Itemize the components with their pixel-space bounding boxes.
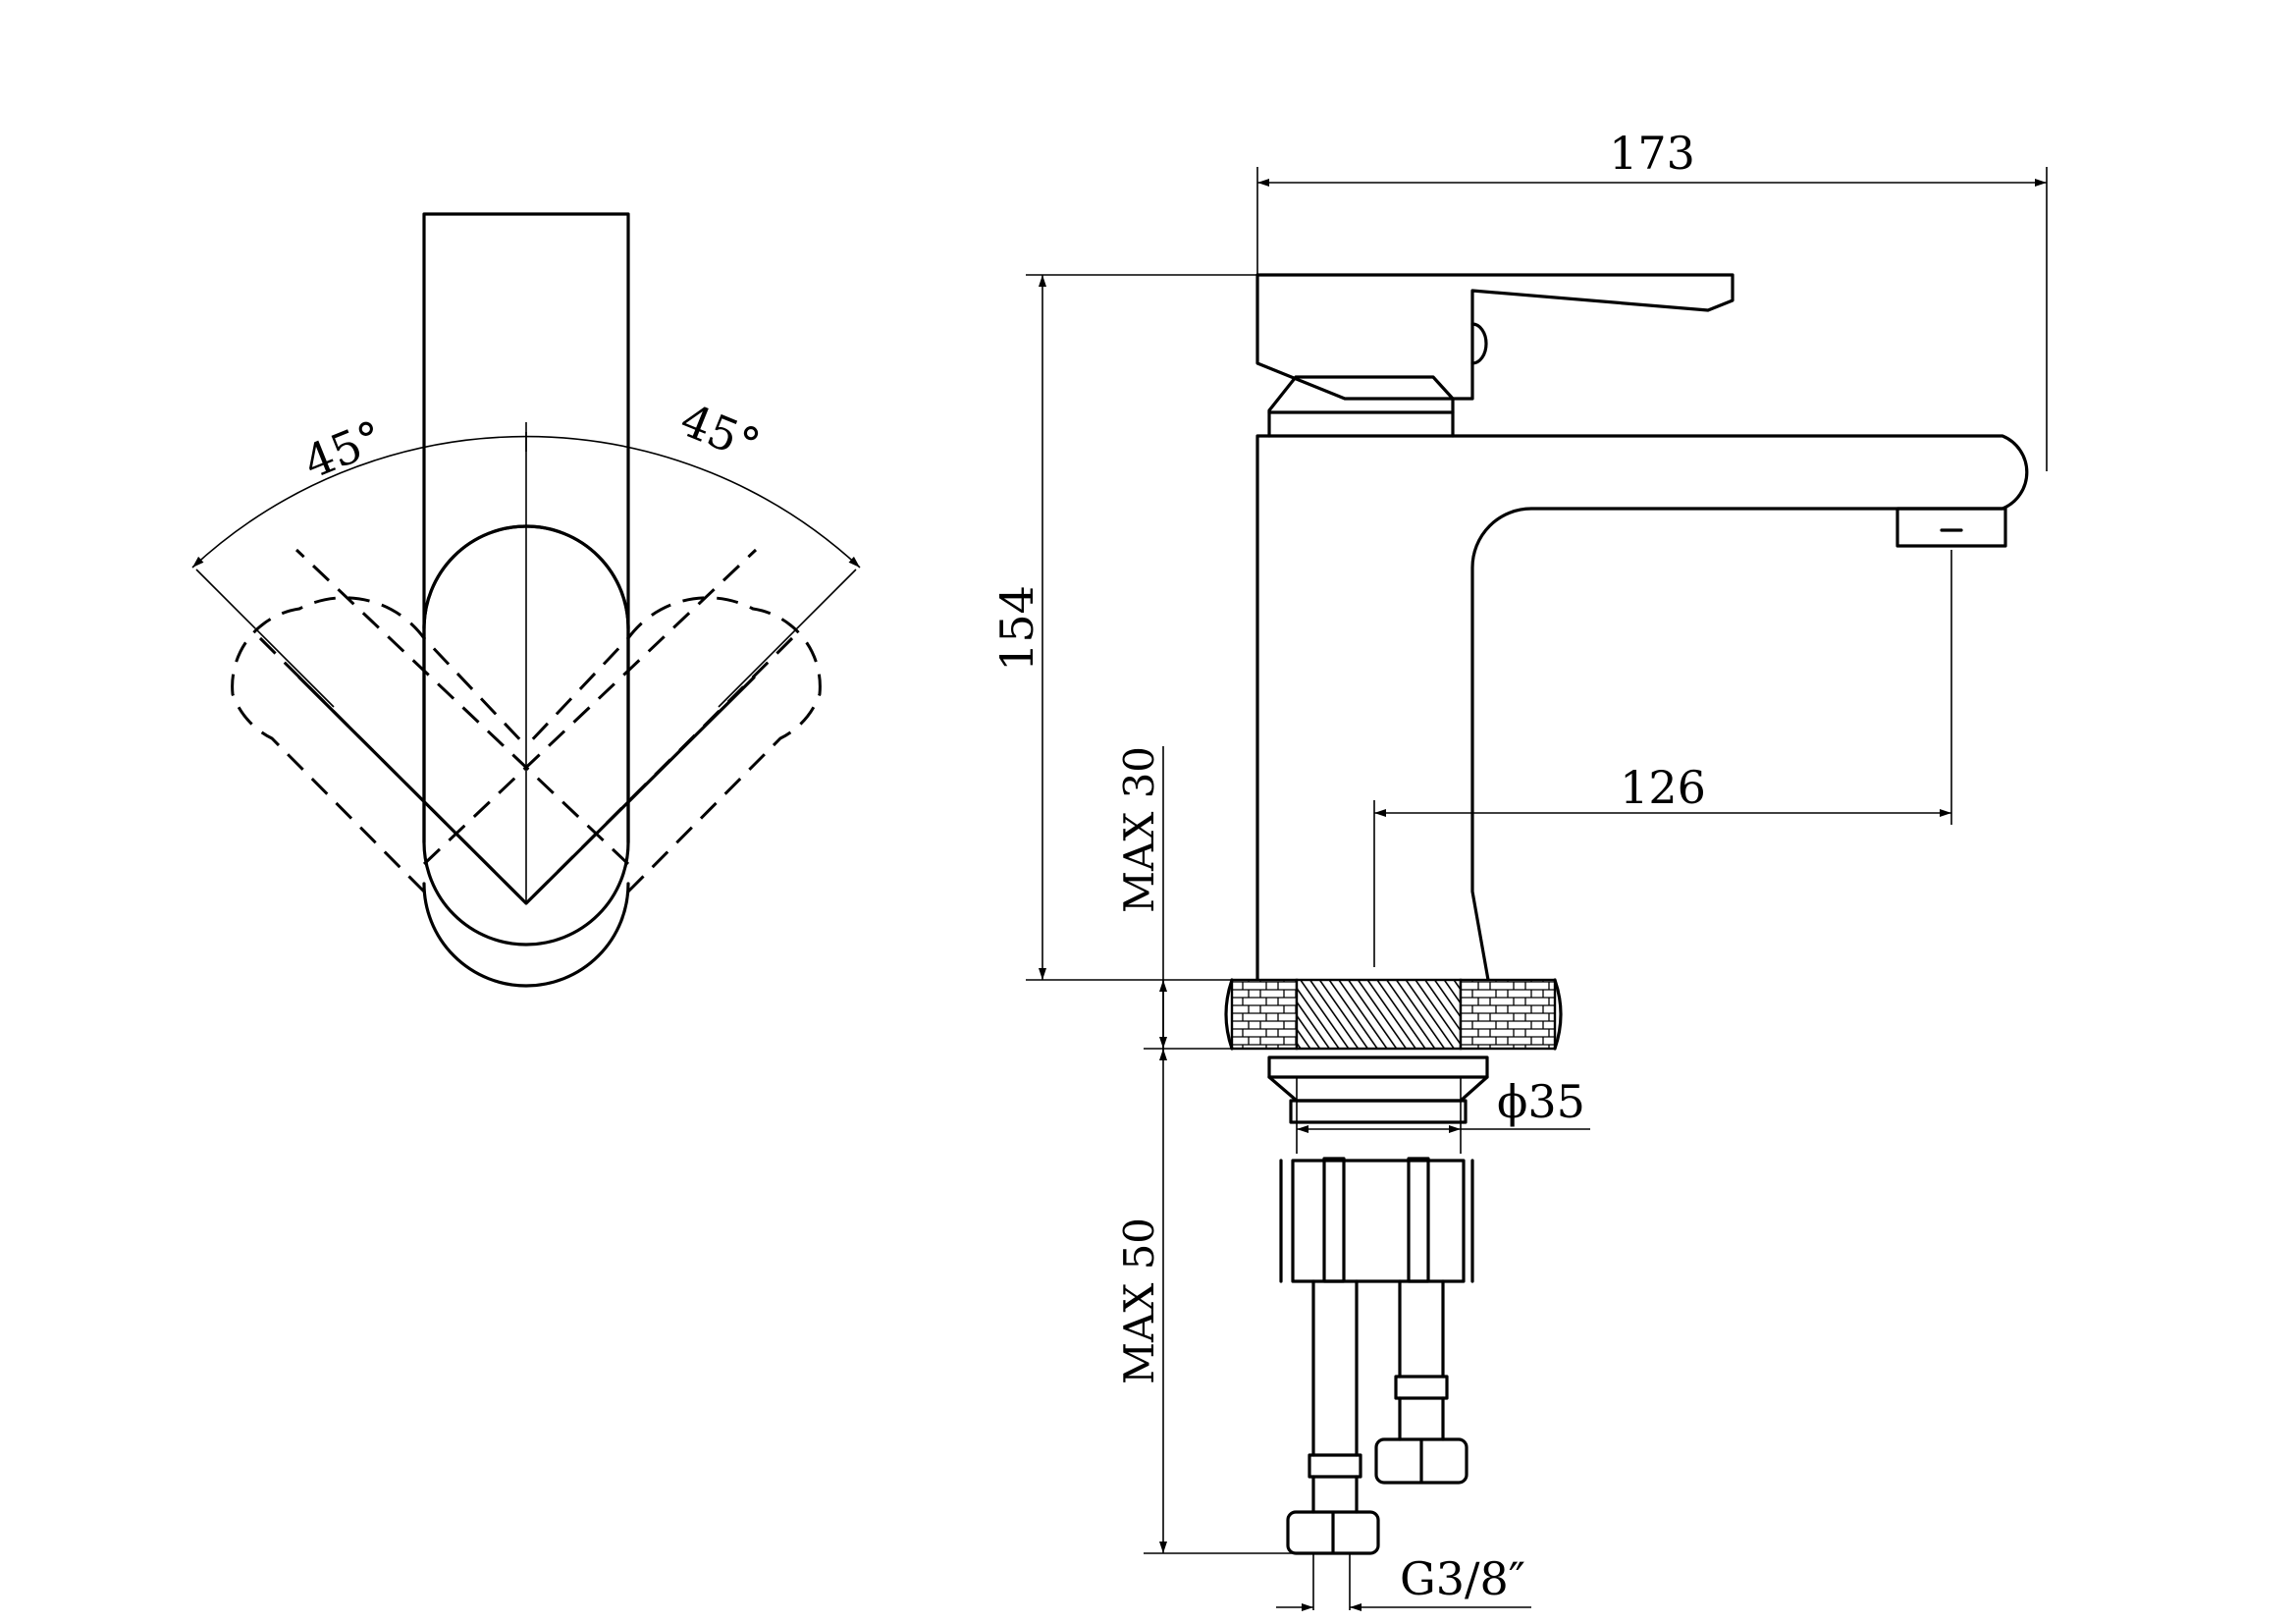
rotated-diagonals: [258, 548, 794, 905]
dimension-lines: 173 154 126 MAX 30 MAX 50 ϕ35 G3/8″: [990, 127, 2048, 1611]
dim-width-label: 173: [1609, 127, 1695, 180]
threaded-section: [1295, 978, 1463, 1051]
shank-body: [1291, 1159, 1466, 1283]
mounting-assembly: [1267, 1055, 1489, 1610]
hose-right: [1398, 1279, 1445, 1379]
angle-left-label: 45°: [296, 410, 391, 490]
hose-left-ring: [1308, 1453, 1362, 1479]
washer: [1267, 1055, 1489, 1079]
dim-reach-label: 126: [1620, 761, 1706, 814]
handle-rotated-right: [524, 596, 822, 893]
dim-height-label: 154: [990, 585, 1043, 672]
hose-right-neck: [1398, 1396, 1445, 1441]
brick-left: [1230, 978, 1299, 1051]
slot-right: [1407, 1157, 1430, 1283]
lever-pin: [1470, 322, 1488, 365]
nut-body: [1289, 1099, 1468, 1124]
aerator: [1896, 507, 2007, 548]
nut-flange: [1267, 1075, 1489, 1103]
faucet-body: [1255, 434, 2029, 982]
lever-handle: [1255, 273, 1735, 401]
angle-leader-right: [718, 568, 857, 708]
angle-leader-left: [195, 568, 335, 708]
dim-thread-label: G3/8″: [1400, 1552, 1525, 1605]
dim-shank-label: MAX 50: [1115, 1217, 1163, 1384]
slot-left: [1322, 1157, 1346, 1283]
dim-deck-label: MAX 30: [1115, 746, 1163, 913]
dim-diameter-label: ϕ35: [1497, 1075, 1585, 1128]
hose-left-nut: [1286, 1510, 1380, 1555]
angle-right-label: 45°: [673, 393, 768, 472]
side-view: [1255, 273, 2029, 982]
brick-right: [1459, 978, 1557, 1051]
top-view: 45° 45°: [191, 212, 861, 988]
handle-rotated-left: [231, 596, 528, 893]
hose-left-neck: [1311, 1475, 1359, 1514]
cartridge-collar: [1267, 375, 1455, 438]
counter-deck: [1224, 978, 1563, 1051]
deck-right-edge: [1553, 978, 1563, 1051]
hose-right-nut: [1374, 1437, 1468, 1485]
deck-left-edge: [1224, 978, 1234, 1051]
hose-right-ring: [1394, 1375, 1449, 1400]
hose-left: [1311, 1279, 1359, 1457]
handle-bottom-arc: [422, 882, 630, 988]
